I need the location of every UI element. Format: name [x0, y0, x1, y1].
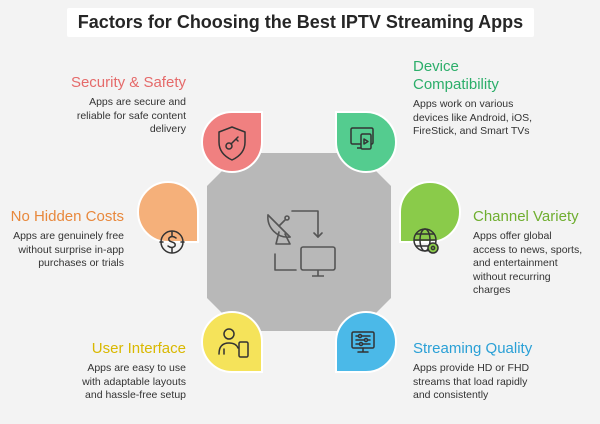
petal-device [335, 111, 397, 173]
center-octagon [207, 153, 391, 331]
factor-security-title: Security & Safety [70, 74, 186, 91]
factor-ui: User Interface Apps are easy to use with… [82, 340, 186, 403]
factor-hidden-costs: No Hidden Costs Apps are genuinely free … [11, 208, 124, 271]
connector-arrows [274, 210, 323, 271]
factor-quality: Streaming Quality Apps provide HD or FHD… [413, 340, 532, 403]
petal-quality [335, 311, 397, 373]
petal-security [201, 111, 263, 173]
factor-security: Security & Safety Apps are secure and re… [71, 74, 186, 137]
factor-device-title: Device Compatibility [413, 58, 499, 93]
factor-device: Device Compatibility Apps work on variou… [413, 58, 532, 139]
factor-ui-description: Apps are easy to use with adaptable layo… [82, 362, 186, 401]
page-title: Factors for Choosing the Best IPTV Strea… [77, 12, 524, 32]
petal-hidden-costs [137, 181, 199, 254]
factor-hidden-costs-title: No Hidden Costs [10, 208, 124, 225]
factor-ui-title: User Interface [91, 340, 186, 357]
petal-ui [201, 311, 263, 373]
devices-icon [350, 127, 374, 150]
factor-security-description: Apps are secure and reliable for safe co… [76, 96, 186, 135]
monitor-settings-icon [351, 331, 375, 353]
satellite-dish-icon [267, 214, 291, 245]
factor-channel-title: Channel Variety [473, 208, 579, 225]
factor-quality-description: Apps provide HD or FHD streams that load… [413, 362, 530, 401]
factor-device-description: Apps work on various devices like Androi… [413, 98, 533, 137]
shield-key-icon [218, 126, 246, 161]
dollar-icon [159, 230, 185, 254]
factor-hidden-costs-description: Apps are genuinely free without surprise… [13, 230, 124, 269]
factor-quality-title: Streaming Quality [413, 340, 533, 357]
user-phone-icon [218, 328, 249, 358]
petal-channel [399, 181, 461, 254]
monitor-icon [300, 246, 336, 277]
title-box: Factors for Choosing the Best IPTV Strea… [67, 8, 534, 37]
factor-channel: Channel Variety Apps offer global access… [473, 208, 582, 298]
factor-channel-description: Apps offer global access to news, sports… [473, 230, 583, 296]
globe-gear-icon [413, 228, 439, 254]
